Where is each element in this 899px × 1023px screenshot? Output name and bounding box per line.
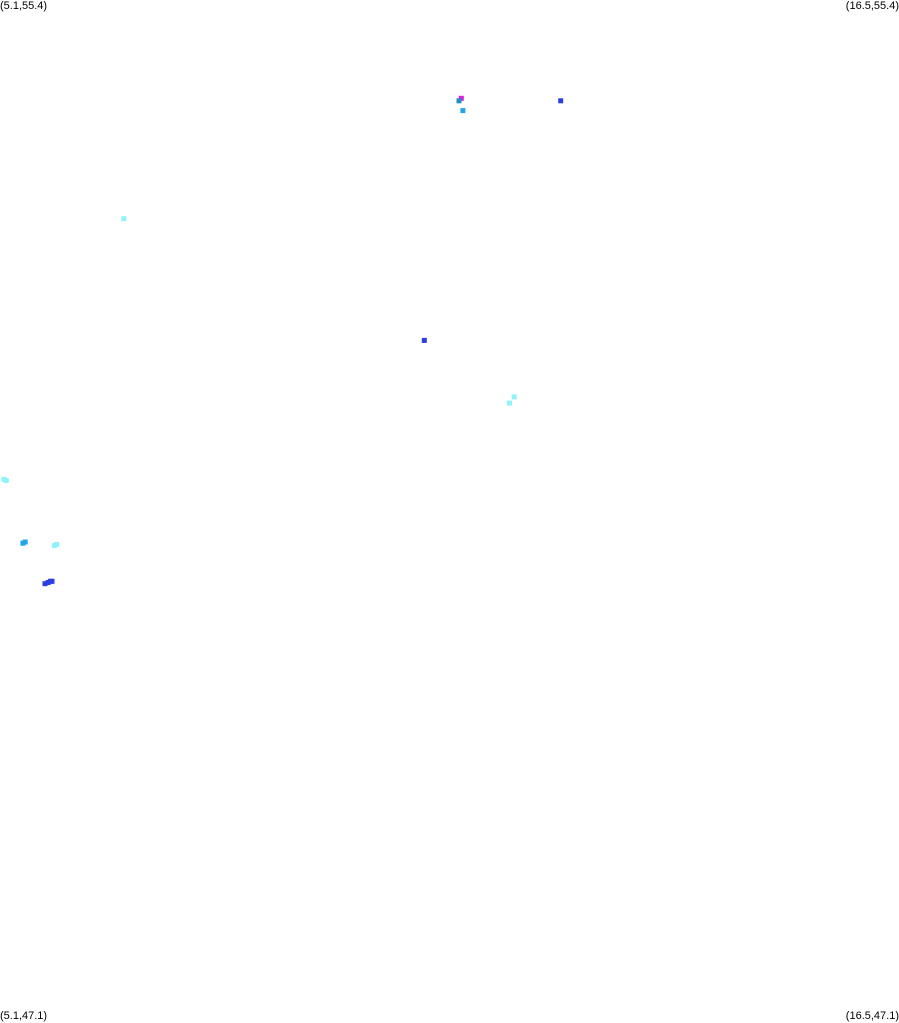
map-point [42,581,48,587]
map-point [121,216,127,222]
corner-label-bottom-left: (5.1,47.1) [0,1010,48,1022]
map-point [460,108,466,114]
map-point [558,98,564,104]
map-point [511,394,517,400]
map-point [49,578,55,584]
corner-label-top-right: (16.5,55.4) [845,0,899,12]
map-point [456,98,462,104]
map-point [421,337,427,343]
map-point [3,478,9,483]
map-point [506,400,512,406]
points-layer [1,95,564,587]
corner-label-bottom-right: (16.5,47.1) [845,1010,899,1022]
map-point [22,539,28,545]
map-point [54,541,60,547]
corner-label-top-left: (5.1,55.4) [0,0,48,12]
